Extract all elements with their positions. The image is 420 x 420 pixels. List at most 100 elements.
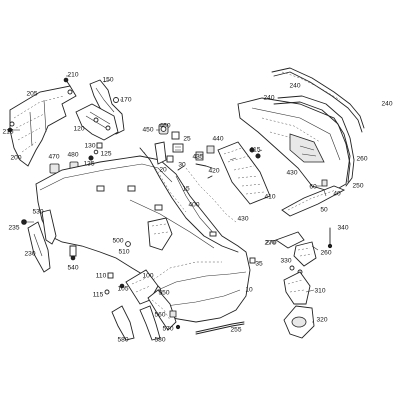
callout-120: 120 (73, 125, 85, 133)
clip-570 (175, 324, 181, 330)
clip-125 (93, 149, 99, 155)
clip-510 (125, 241, 131, 247)
wire-420 (195, 163, 213, 169)
screw-210 (63, 77, 71, 87)
callout-540: 540 (67, 264, 79, 272)
callout-35: 35 (255, 260, 263, 268)
trim-strip-250 (273, 95, 355, 187)
trim-strip-15 (139, 147, 239, 253)
callout-320: 320 (316, 316, 328, 324)
strip-50 (281, 185, 346, 217)
callout-110: 110 (95, 272, 107, 280)
callout-30: 30 (178, 161, 186, 169)
bracket-20 (154, 141, 167, 165)
left-side-bracket (9, 85, 77, 167)
callout-270-a: 270 (265, 239, 277, 247)
callout-240-a: 240 (263, 94, 275, 102)
callout-570: 570 (162, 325, 174, 333)
callout-400: 400 (188, 201, 200, 209)
sensor-25 (172, 143, 184, 153)
callout-210: 210 (67, 71, 79, 79)
clip-130 (96, 142, 103, 149)
callout-420: 420 (208, 167, 220, 175)
callout-20: 20 (159, 166, 167, 174)
clip-235 (21, 219, 27, 225)
callout-235: 235 (8, 224, 20, 232)
callout-25: 25 (183, 135, 191, 143)
wiring-400 (177, 165, 237, 223)
callout-40: 40 (333, 190, 341, 198)
callout-50: 50 (320, 206, 328, 214)
clip-35 (249, 257, 256, 264)
callout-580-a: 580 (117, 336, 129, 344)
pad-470 (49, 163, 60, 174)
connector-435 (195, 151, 204, 161)
callout-260-b: 260 (320, 249, 332, 257)
callout-270-b: 270 (264, 239, 276, 247)
sensor-450 (158, 123, 169, 135)
callout-430-a: 430 (286, 169, 298, 177)
bracket-270 (275, 231, 305, 249)
leader-lines (12, 75, 327, 323)
callout-340: 340 (337, 224, 349, 232)
callout-500: 500 (112, 237, 124, 245)
callout-450: 450 (142, 126, 154, 134)
spoiler-240-top (271, 67, 365, 133)
callout-215: 215 (2, 128, 14, 136)
callout-100: 100 (142, 272, 154, 280)
bracket-260 (293, 241, 317, 267)
callout-410: 410 (264, 193, 276, 201)
rear-diffuser (237, 97, 351, 193)
bracket-310 (283, 271, 311, 305)
trim-255 (195, 321, 245, 335)
bracket-530 (41, 209, 57, 245)
callout-170: 170 (120, 96, 132, 104)
sensor-460 (171, 131, 180, 140)
callout-115: 115 (92, 291, 104, 299)
callout-330: 330 (280, 257, 292, 265)
callout-15: 15 (182, 185, 190, 193)
callout-310: 310 (314, 287, 326, 295)
callout-250: 250 (352, 182, 364, 190)
clip-30 (166, 155, 174, 163)
callout-255: 255 (230, 326, 242, 334)
clip-135 (88, 155, 94, 161)
callout-560: 560 (154, 311, 166, 319)
callout-60: 60 (309, 183, 317, 191)
arch-liner-550 (147, 289, 177, 331)
bumper-cover (35, 155, 251, 323)
callout-135: 135 (83, 160, 95, 168)
clip-440 (206, 145, 215, 154)
clip-60 (321, 179, 328, 187)
clip-560 (169, 310, 177, 318)
callout-530: 530 (32, 208, 44, 216)
clip-115 (104, 289, 110, 295)
callout-125: 125 (100, 150, 112, 158)
callout-150: 150 (102, 76, 114, 84)
callout-470: 470 (48, 153, 60, 161)
clip-110 (107, 272, 114, 279)
clip-105 (119, 283, 125, 289)
callout-205: 205 (26, 90, 38, 98)
callout-240-c: 240 (381, 100, 393, 108)
clip-540 (69, 245, 77, 261)
clip-340 (327, 227, 333, 249)
callout-415: 415 (249, 146, 261, 154)
flap-580-left (111, 305, 135, 341)
callout-240-b: 240 (289, 82, 301, 90)
callout-430-b: 430 (237, 215, 249, 223)
callout-550: 550 (158, 289, 170, 297)
callout-435: 435 (192, 153, 204, 161)
callout-580-b: 580 (154, 336, 166, 344)
callout-200: 200 (10, 154, 22, 162)
grille-410 (217, 141, 271, 205)
bracket-120 (75, 103, 119, 141)
callout-230: 230 (24, 250, 36, 258)
cover-320 (283, 305, 315, 339)
callout-260-a: 260 (356, 155, 368, 163)
callout-130: 130 (84, 142, 96, 150)
callout-440: 440 (212, 135, 224, 143)
callout-510: 510 (118, 248, 130, 256)
